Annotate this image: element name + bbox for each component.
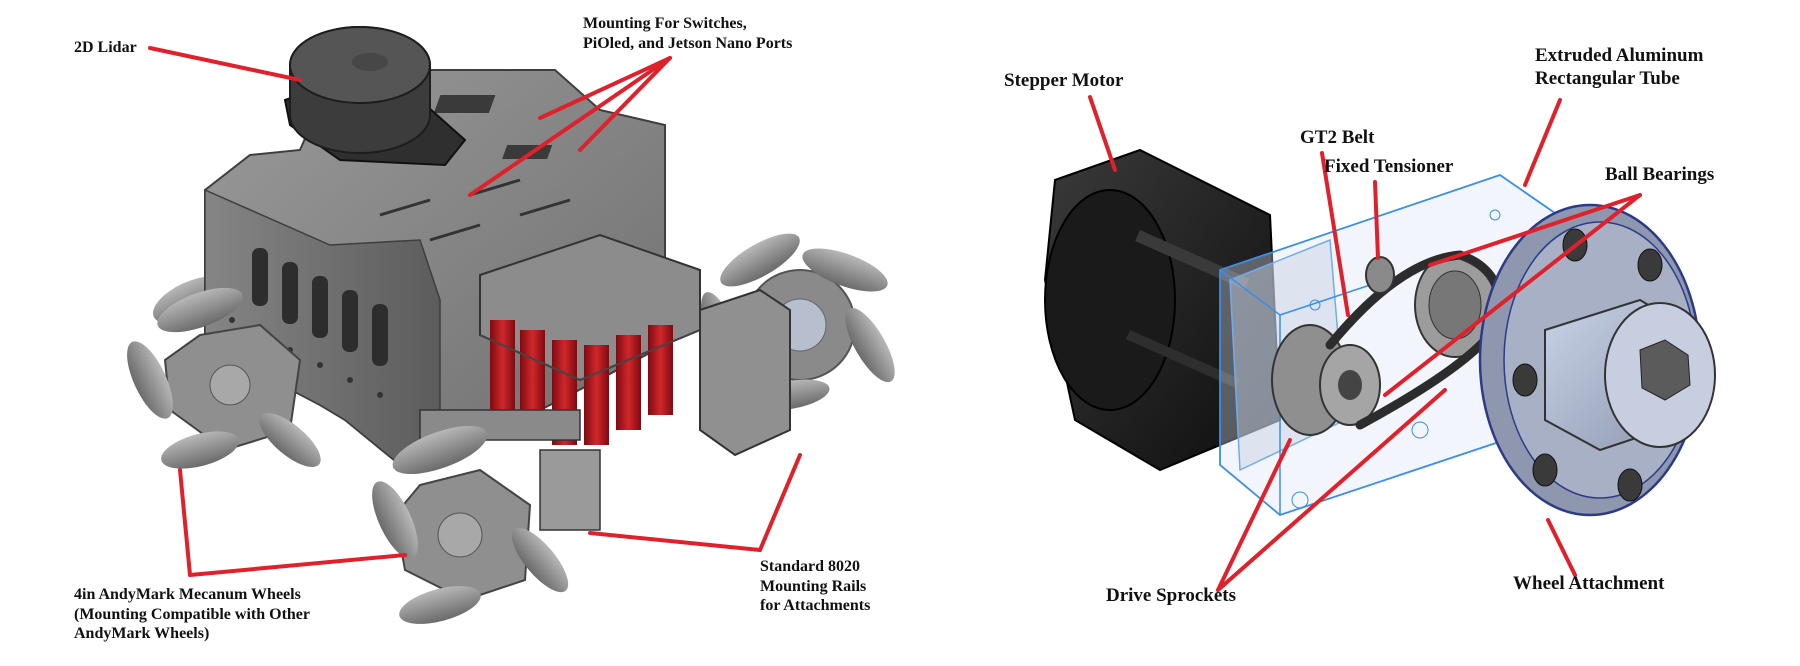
label-drive-sprockets-text: Drive Sprockets bbox=[1106, 585, 1236, 606]
leader-wheels-1 bbox=[178, 468, 192, 577]
leader-tube bbox=[1523, 98, 1562, 187]
fixed-tensioner bbox=[1365, 256, 1395, 294]
mecanum-wheel-front-right bbox=[372, 425, 569, 624]
label-wheel-attachment: Wheel Attachment bbox=[1513, 572, 1664, 595]
label-wheels-line2: (Mounting Compatible with Other bbox=[74, 605, 310, 623]
label-gt2-belt-text: GT2 Belt bbox=[1300, 127, 1375, 148]
lidar-unit bbox=[283, 26, 467, 167]
mecanum-wheel-front-left bbox=[127, 287, 321, 469]
leader-bearings-2 bbox=[1383, 193, 1642, 397]
label-tube-line2: Rectangular Tube bbox=[1535, 68, 1680, 90]
label-mounting: Mounting For Switches, PiOled, and Jetso… bbox=[583, 14, 792, 53]
label-aluminum-tube: Extruded Aluminum Rectangular Tube bbox=[1535, 44, 1703, 90]
label-fixed-tensioner: Fixed Tensioner bbox=[1324, 155, 1453, 178]
leader-rails-1 bbox=[588, 531, 762, 552]
stepper-motor bbox=[1043, 148, 1282, 472]
label-ball-bearings: Ball Bearings bbox=[1605, 163, 1714, 186]
leader-lines bbox=[148, 46, 1642, 592]
label-lidar: 2D Lidar bbox=[74, 38, 137, 58]
label-stepper-motor-text: Stepper Motor bbox=[1004, 70, 1124, 91]
robot-assembly bbox=[127, 26, 895, 624]
leader-mounting-3 bbox=[468, 56, 672, 197]
drive-module-assembly bbox=[1043, 148, 1716, 517]
label-tube-line1: Extruded Aluminum bbox=[1535, 45, 1704, 66]
label-wheels: 4in AndyMark Mecanum Wheels (Mounting Co… bbox=[74, 585, 310, 644]
leader-belt bbox=[1320, 151, 1350, 317]
drive-sprockets bbox=[1271, 252, 1496, 436]
label-wheels-line1: 4in AndyMark Mecanum Wheels bbox=[74, 586, 301, 603]
label-wheels-line3: AndyMark Wheels) bbox=[74, 625, 210, 643]
leader-wheels-2 bbox=[188, 553, 407, 577]
label-rails-line1: Standard 8020 bbox=[760, 558, 861, 575]
label-stepper-motor: Stepper Motor bbox=[1004, 69, 1123, 92]
leader-sprockets-1 bbox=[1216, 438, 1292, 592]
label-drive-sprockets: Drive Sprockets bbox=[1106, 584, 1236, 607]
label-lidar-text: 2D Lidar bbox=[74, 39, 137, 56]
leader-bearings-1 bbox=[1428, 193, 1642, 267]
leader-sprockets-2 bbox=[1216, 388, 1447, 592]
leader-wheel-attachment bbox=[1546, 518, 1577, 577]
leader-stepper bbox=[1088, 95, 1117, 172]
wheel-attachment-hub bbox=[1478, 203, 1716, 517]
leader-rails-2 bbox=[758, 453, 802, 552]
leader-mounting-2 bbox=[578, 56, 672, 152]
label-wheel-attachment-text: Wheel Attachment bbox=[1513, 573, 1665, 594]
label-rails: Standard 8020 Mounting Rails for Attachm… bbox=[760, 557, 870, 616]
leader-lidar bbox=[148, 46, 302, 82]
label-gt2-belt: GT2 Belt bbox=[1300, 126, 1374, 149]
label-rails-line2: Mounting Rails bbox=[760, 577, 867, 595]
label-mounting-line1: Mounting For Switches, bbox=[583, 15, 747, 32]
label-rails-line3: for Attachments bbox=[760, 597, 871, 615]
leader-tensioner bbox=[1373, 180, 1380, 260]
label-ball-bearings-text: Ball Bearings bbox=[1605, 164, 1715, 185]
label-mounting-line2: PiOled, and Jetson Nano Ports bbox=[583, 34, 793, 52]
leader-mounting-1 bbox=[538, 56, 672, 120]
label-fixed-tensioner-text: Fixed Tensioner bbox=[1324, 156, 1454, 177]
